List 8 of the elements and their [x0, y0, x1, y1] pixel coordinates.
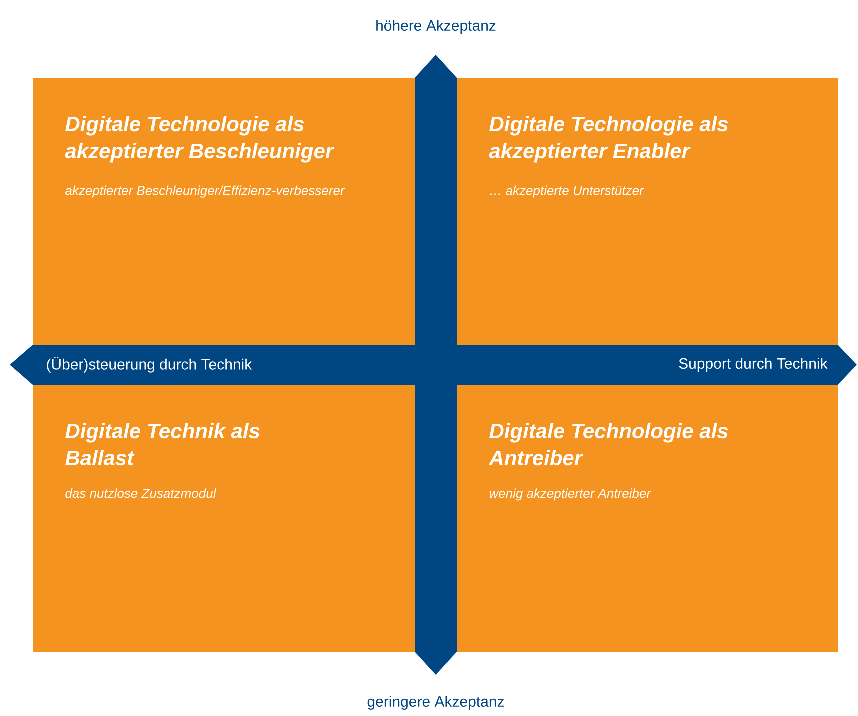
quadrant-box: Digitale Technologie als Antreiber wenig akzeptierter Antreiber — [457, 385, 838, 652]
axis-label: (Über)steuerung durch Technik — [47, 357, 252, 373]
axis-label: Support durch Technik — [679, 358, 828, 372]
quadrant-box: Digitale Technologie als akzeptierter Enabler … akzeptierte Unterstützer — [457, 78, 838, 345]
quadrant-box: Digitale Technik als Ballast das nutzlose Zusatzmodul — [33, 385, 415, 652]
axis-label: geringere Akzeptanz — [368, 696, 504, 710]
axis-label: höhere Akzeptanz — [376, 20, 496, 34]
quadrant-box: Digitale Technologie als akzeptierter Beschleuniger akzeptierter Beschleuniger/Effizienz-verbesserer — [33, 78, 415, 345]
